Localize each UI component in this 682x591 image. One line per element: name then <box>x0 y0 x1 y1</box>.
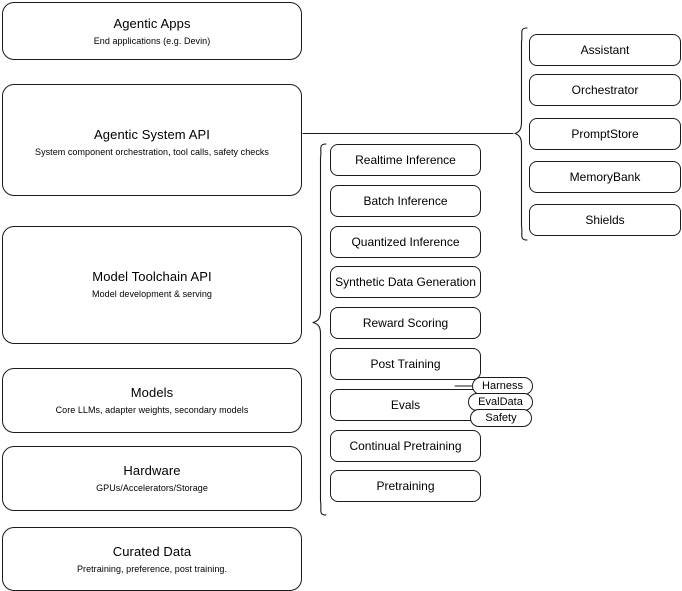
layer-curated-data[interactable]: Curated Data Pretraining, preference, po… <box>2 527 302 591</box>
toolchain-item-reward-scoring[interactable]: Reward Scoring <box>330 307 481 339</box>
layer-title: Agentic System API <box>94 127 210 142</box>
toolchain-item-label: Realtime Inference <box>355 152 456 167</box>
layer-title: Curated Data <box>112 543 192 559</box>
layer-agentic-system-api[interactable]: Agentic System API System component orch… <box>2 84 302 196</box>
system-component-memorybank[interactable]: MemoryBank <box>529 161 681 193</box>
system-component-assistant[interactable]: Assistant <box>529 34 681 66</box>
system-component-promptstore[interactable]: PromptStore <box>529 118 681 150</box>
layer-models[interactable]: Models Core LLMs, adapter weights, secon… <box>2 368 302 433</box>
layer-title: Model Toolchain API <box>92 269 212 284</box>
layer-title: Agentic Apps <box>113 15 191 31</box>
system-component-label: Assistant <box>580 42 630 57</box>
toolchain-item-label: Pretraining <box>376 478 435 493</box>
eval-tag-label: Safety <box>485 411 517 424</box>
layer-subtitle: System component orchestration, tool cal… <box>35 147 269 157</box>
toolchain-item-realtime-inference[interactable]: Realtime Inference <box>330 144 481 176</box>
toolchain-item-label: Quantized Inference <box>351 234 460 249</box>
toolchain-item-batch-inference[interactable]: Batch Inference <box>330 185 481 217</box>
toolchain-item-label: Reward Scoring <box>362 315 449 330</box>
toolchain-item-label: Batch Inference <box>363 193 448 208</box>
toolchain-item-synthetic-data-generation[interactable]: Synthetic Data Generation <box>330 266 481 298</box>
layer-title: Models <box>130 385 174 400</box>
layer-title: Hardware <box>123 463 181 478</box>
layer-hardware[interactable]: Hardware GPUs/Accelerators/Storage <box>2 446 302 511</box>
system-component-label: PromptStore <box>571 126 639 141</box>
toolchain-item-label: Continual Pretraining <box>349 438 462 453</box>
system-component-label: Orchestrator <box>571 82 639 97</box>
layer-subtitle: Pretraining, preference, post training. <box>76 563 228 574</box>
layer-model-toolchain-api[interactable]: Model Toolchain API Model development & … <box>2 226 302 344</box>
toolchain-item-evals[interactable]: Evals <box>330 389 481 421</box>
layer-subtitle: End applications (e.g. Devin) <box>93 35 211 46</box>
system-component-orchestrator[interactable]: Orchestrator <box>529 74 681 106</box>
layer-agentic-apps[interactable]: Agentic Apps End applications (e.g. Devi… <box>2 2 302 60</box>
system-component-label: Shields <box>585 212 625 227</box>
toolchain-item-label: Post Training <box>370 356 441 371</box>
brace-system-components <box>514 27 528 241</box>
toolchain-item-post-training[interactable]: Post Training <box>330 348 481 380</box>
system-component-label: MemoryBank <box>569 169 641 184</box>
brace-toolchain-items <box>312 143 327 516</box>
layer-subtitle: GPUs/Accelerators/Storage <box>96 483 208 493</box>
system-component-shields[interactable]: Shields <box>529 204 681 236</box>
layer-subtitle: Core LLMs, adapter weights, secondary mo… <box>55 405 249 415</box>
eval-tag-safety[interactable]: Safety <box>470 409 532 427</box>
toolchain-item-continual-pretraining[interactable]: Continual Pretraining <box>330 430 481 462</box>
toolchain-item-quantized-inference[interactable]: Quantized Inference <box>330 226 481 258</box>
toolchain-item-label: Synthetic Data Generation <box>335 274 476 289</box>
eval-tag-evaldata[interactable]: EvalData <box>468 393 533 411</box>
eval-tag-harness[interactable]: Harness <box>472 377 533 395</box>
eval-tag-label: Harness <box>482 379 523 392</box>
toolchain-item-pretraining[interactable]: Pretraining <box>330 470 481 502</box>
eval-tag-label: EvalData <box>478 395 523 408</box>
layer-subtitle: Model development & serving <box>92 289 212 299</box>
toolchain-item-label: Evals <box>390 397 421 412</box>
